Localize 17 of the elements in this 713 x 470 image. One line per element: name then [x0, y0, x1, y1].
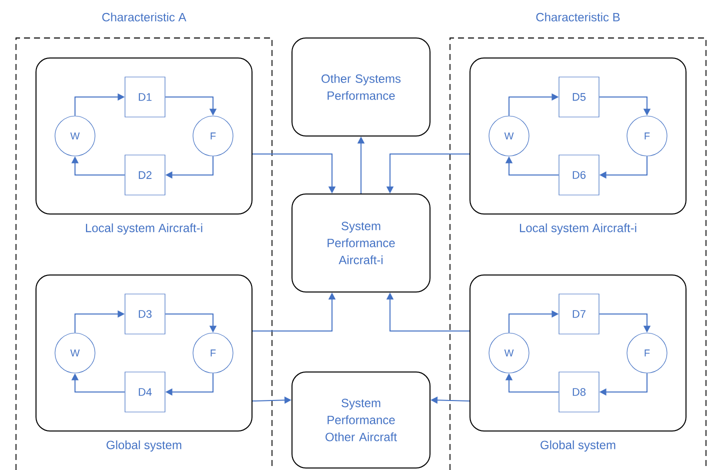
box-caption: Global system	[540, 440, 616, 452]
process-square: D4	[124, 372, 166, 412]
process-box: System Performance Aircraft-i	[292, 194, 430, 292]
group-title: Characteristic B	[536, 12, 620, 22]
process-square: D1	[124, 76, 166, 118]
process-square: D3	[124, 294, 166, 334]
process-square: D6	[558, 154, 600, 196]
process-box: System Performance Other Aircraft	[292, 372, 430, 468]
box-caption: Local system Aircraft-i	[520, 223, 636, 235]
box-caption: Local system Aircraft-i	[86, 223, 202, 235]
process-box: Other Systems Performance	[292, 38, 430, 136]
process-square: D7	[558, 294, 600, 334]
process-square: D8	[558, 372, 600, 412]
process-square: D5	[558, 76, 600, 118]
group-title: Characteristic A	[102, 12, 186, 22]
box-caption: Global system	[106, 440, 182, 452]
process-square: D2	[124, 154, 166, 196]
